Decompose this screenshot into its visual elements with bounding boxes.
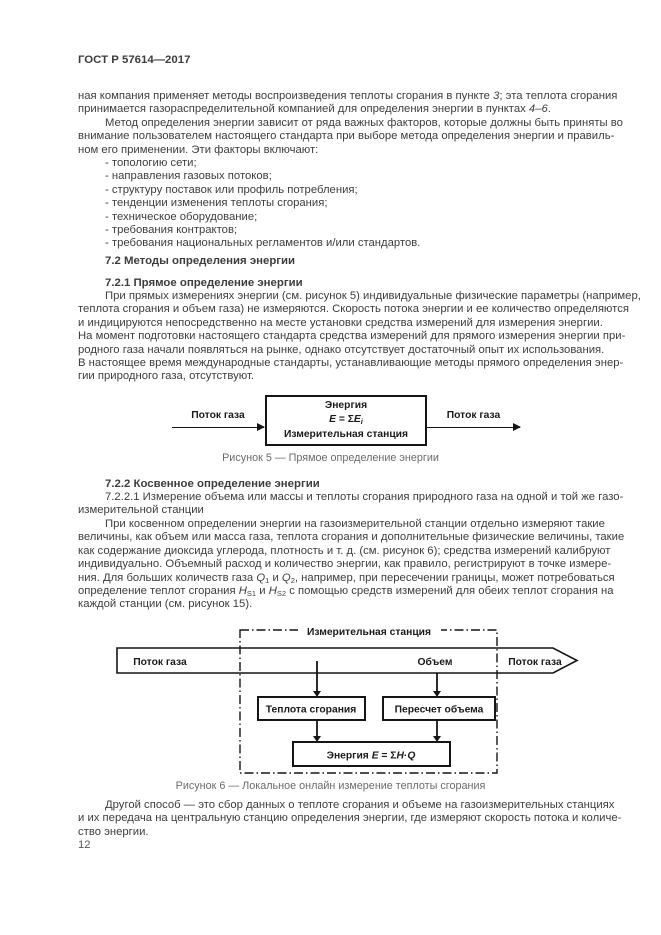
figure-6-svg: Измерительная станция Поток газа Объем П… — [116, 622, 579, 774]
paragraph: При косвенном определении энергии на газ… — [78, 518, 625, 612]
volume-recalc-box — [382, 696, 496, 721]
arrowhead-down-icon — [313, 691, 321, 697]
label-mask — [298, 622, 441, 638]
var-HS2: H — [268, 584, 277, 597]
paragraph: 7.2.2.1 Измерение объема или массы и теп… — [78, 491, 624, 518]
gas-flow-band — [116, 647, 579, 674]
flow-arrow-left — [172, 423, 265, 431]
clause-ref: 3 — [493, 90, 500, 102]
text-run: определение теплот сгорания — [78, 584, 239, 597]
text-line: внимание пользователем настоящего станда… — [78, 130, 615, 143]
section-heading-7-2-1: 7.2.1 Прямое определение энергии — [105, 277, 303, 289]
var-E: E — [353, 414, 361, 426]
text-run: ; эта теплота сгорания — [499, 90, 618, 102]
flow-label-right: Поток газа — [508, 657, 562, 668]
text-line: определение теплот сгорания HS1 и HS2 с … — [78, 584, 614, 598]
figure-6-caption: Рисунок 6 — Локальное онлайн измерение т… — [175, 780, 486, 792]
flow-arrow-right — [427, 423, 521, 431]
arrowhead-down-icon — [313, 736, 321, 742]
paragraph: При прямых измерениях энергии (см. рисун… — [78, 290, 641, 384]
heat-box-label: Теплота сгорания — [266, 705, 357, 716]
paragraph: ная компания применяет методы воспроизве… — [78, 90, 617, 117]
var-Q2: Q — [281, 571, 291, 584]
text-line: - техническое оборудование; — [105, 210, 258, 223]
subscript: 2 — [290, 575, 295, 585]
text-line: гии природного газа, отсутствуют. — [78, 370, 255, 383]
text-line: и индицируются непосредственно на месте … — [78, 316, 603, 329]
energy-box-label: Энергия E = ΣH·Q — [327, 751, 416, 762]
text-line: Метод определения энергии зависит от ряд… — [105, 117, 623, 129]
energy-box — [292, 741, 451, 767]
recalc-box-label: Пересчет объема — [395, 704, 484, 716]
text-run: ная компания применяет методы воспроизве… — [78, 90, 494, 102]
text-line: - направления газовых потоков; — [105, 170, 272, 183]
text-line: ство энергии. — [78, 825, 149, 838]
section-heading-7-2-2: 7.2.2 Косвенное определение энергии — [105, 478, 320, 490]
text-run: . — [547, 103, 551, 116]
flow-label-right: Поток газа — [446, 410, 501, 421]
text-run: и — [269, 571, 282, 584]
clause-ref: 4–6 — [528, 103, 548, 116]
figure-5-caption: Рисунок 5 — Прямое определение энергии — [222, 452, 439, 464]
heat-of-combustion-box — [257, 696, 366, 721]
measuring-station-box: Энергия E = ΣEi Измерительная станция — [265, 395, 427, 446]
var-Q1: Q — [256, 571, 266, 584]
var-H: H — [396, 751, 404, 762]
flow-label-left: Поток газа — [133, 657, 187, 668]
text-line: Другой способ — это сбор данных о теплот… — [105, 799, 615, 811]
text-line: величины, как объем или масса газа, тепл… — [78, 531, 625, 544]
arrowhead-down-icon — [433, 736, 441, 742]
volume-label: Объем — [418, 656, 453, 668]
box-title: Энергия — [324, 399, 368, 411]
text-line: - топологию сети; — [105, 157, 197, 169]
var-E: E — [372, 751, 380, 762]
subscript: S2 — [276, 588, 287, 598]
box-subtitle: Измерительная станция — [283, 428, 409, 440]
text-line: измерительной станции — [78, 504, 204, 517]
bullet-list: - топологию сети;- направления газовых п… — [78, 157, 583, 251]
text-line: каждой станции (см. рисунок 15). — [78, 598, 253, 611]
energy-formula: E = ΣEi — [329, 413, 363, 428]
text-line: и их передача на центральную станцию опр… — [78, 812, 622, 825]
text-line: родного газа начали появляться на рынке,… — [78, 343, 605, 356]
text-line: 7.2.2.1 Измерение объема или массы и теп… — [105, 491, 624, 503]
flow-label-left: Поток газа — [191, 410, 245, 421]
text-line: - требования национальных регламентов и/… — [105, 237, 421, 250]
subscript: 1 — [265, 575, 270, 585]
text-line: ная компания применяет методы воспроизве… — [78, 90, 617, 103]
paragraph: Другой способ — это сбор данных о теплот… — [78, 799, 622, 839]
text-run: принимается газораспределительной компан… — [78, 103, 529, 116]
arrowhead-down-icon — [433, 691, 441, 697]
text-run: ния. Для больших количеств газа — [78, 571, 257, 584]
text-line: как содержание диоксида углерода, плотно… — [78, 544, 611, 557]
text-line: индивидуально. Объемный расход и количес… — [78, 558, 612, 571]
paragraph: Метод определения энергии зависит от ряд… — [78, 117, 623, 157]
var-Q: Q — [407, 751, 415, 762]
text-line: ном его применении. Эти факторы включают… — [78, 143, 319, 156]
text-line: ния. Для больших количеств газа Q1 и Q2,… — [78, 571, 615, 585]
var-E: E — [329, 414, 336, 426]
text-line: - требования контрактов; — [105, 223, 238, 236]
text-line: При косвенном определении энергии на газ… — [105, 518, 605, 530]
text-line: - тенденции изменения теплоты сгорания; — [105, 197, 328, 210]
figure-5-diagram: Поток газа Энергия E = ΣEi Измерительная… — [78, 393, 583, 451]
page-number: 12 — [78, 839, 91, 851]
text-line: принимается газораспределительной компан… — [78, 103, 583, 116]
subscript-i: i — [360, 417, 363, 427]
formula-operator: = Σ — [335, 414, 354, 426]
text-line: На момент подготовки настоящего стандарт… — [78, 330, 626, 343]
text-line: При прямых измерениях энергии (см. рисун… — [105, 290, 641, 302]
var-HS1: H — [238, 584, 247, 597]
text-line: - структуру поставок или профиль потребл… — [105, 183, 358, 196]
text-run: и — [256, 584, 269, 597]
section-heading-7-2: 7.2 Методы определения энергии — [105, 255, 296, 267]
station-label: Измерительная станция — [307, 627, 431, 638]
figure-6-diagram: Измерительная станция Поток газа Объем П… — [78, 622, 583, 777]
text-line: теплота сгорания и объем газа) не измеря… — [78, 303, 629, 316]
text-run: , например, при пересечении границы, мож… — [294, 571, 615, 584]
subscript: S1 — [246, 588, 257, 598]
running-header: ГОСТ Р 57614—2017 — [78, 54, 191, 66]
text-line: В настоящее время международные стандарт… — [78, 356, 624, 369]
text-run: с помощью средств измерений для обеих те… — [286, 584, 614, 597]
